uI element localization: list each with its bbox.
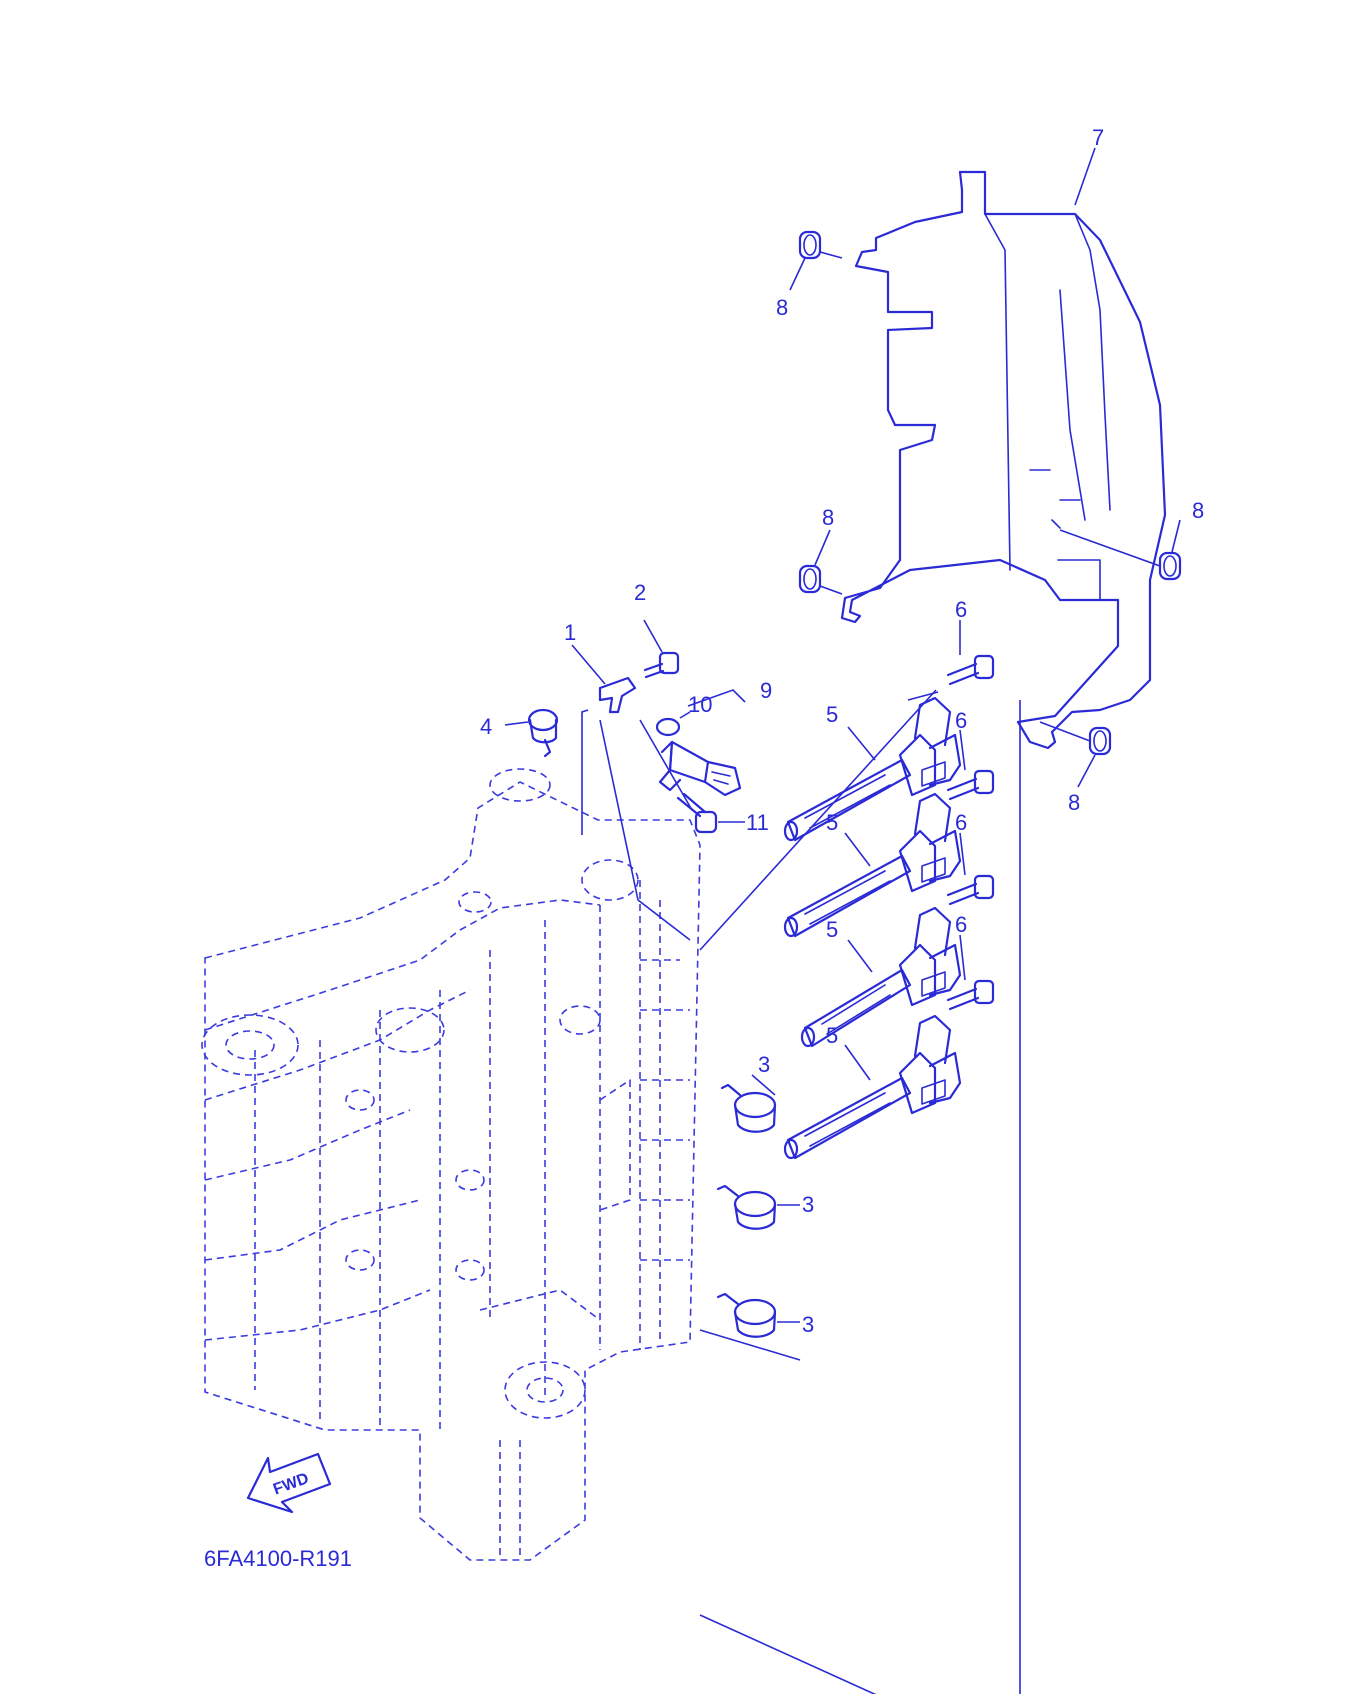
- reference-lines: [599, 689, 1021, 1694]
- bolt-2: [643, 619, 680, 679]
- callout-3-b: 3: [802, 1192, 814, 1217]
- callout-11: 11: [746, 810, 769, 835]
- callout-6-b: 6: [955, 708, 967, 733]
- callout-labels: 1 2 3 3 3 4 5 5 5 5 6 6 6 6 7 8 8 8 8 9 …: [480, 125, 1204, 1337]
- grommet-mid-left: [798, 564, 843, 595]
- oring-10: [655, 711, 691, 737]
- callout-5-c: 5: [826, 917, 838, 942]
- engine-block: [201, 768, 701, 1561]
- callout-4: 4: [480, 714, 492, 739]
- bolt-6b: [946, 769, 995, 801]
- callout-8-d: 8: [1068, 790, 1080, 815]
- ignition-coil-4: [783, 1014, 962, 1160]
- grommet-top-left: [798, 230, 843, 260]
- grommets: [798, 230, 1182, 756]
- callout-1: 1: [564, 620, 576, 645]
- callout-5-b: 5: [826, 810, 838, 835]
- ignition-coil-1: [783, 696, 962, 842]
- callout-3-c: 3: [802, 1312, 814, 1337]
- fwd-arrow: FWD: [246, 1452, 332, 1514]
- callout-8-b: 8: [822, 505, 834, 530]
- callout-leaders: [789, 147, 1181, 1081]
- callout-8-a: 8: [776, 295, 788, 320]
- bracket-1: [571, 644, 637, 714]
- clamp-3b: [716, 1184, 800, 1230]
- callout-6-c: 6: [955, 810, 967, 835]
- sensor-bracket-group: [504, 619, 746, 835]
- ignition-coil-cover: [840, 170, 1167, 750]
- drawing-code: 6FA4100-R191: [204, 1546, 352, 1571]
- grommet-bottom-right: [1039, 721, 1112, 756]
- clamp-3c: [716, 1292, 800, 1338]
- coil-bolts: [907, 654, 995, 1011]
- ignition-coil-3: [800, 906, 962, 1048]
- callout-10: 10: [688, 692, 712, 717]
- callout-9: 9: [760, 678, 772, 703]
- callout-2: 2: [634, 580, 646, 605]
- callout-3-a: 3: [758, 1052, 770, 1077]
- bolt-6a: [907, 654, 995, 701]
- sensor-9: [658, 689, 746, 797]
- bolt-6d: [946, 979, 995, 1011]
- callout-6-a: 6: [955, 597, 967, 622]
- callout-8-c: 8: [1192, 498, 1204, 523]
- bolt-11: [676, 792, 745, 834]
- clamp-4: [504, 708, 559, 758]
- ignition-coils: [783, 696, 962, 1160]
- callout-7: 7: [1092, 125, 1104, 150]
- clamp-3a: [720, 1074, 777, 1133]
- callout-6-d: 6: [955, 912, 967, 937]
- ignition-coil-2: [783, 792, 962, 938]
- clamps: [716, 1074, 800, 1338]
- callout-5-a: 5: [826, 702, 838, 727]
- grommet-right: [1059, 529, 1182, 581]
- callout-5-d: 5: [826, 1023, 838, 1048]
- bolt-6c: [946, 874, 995, 906]
